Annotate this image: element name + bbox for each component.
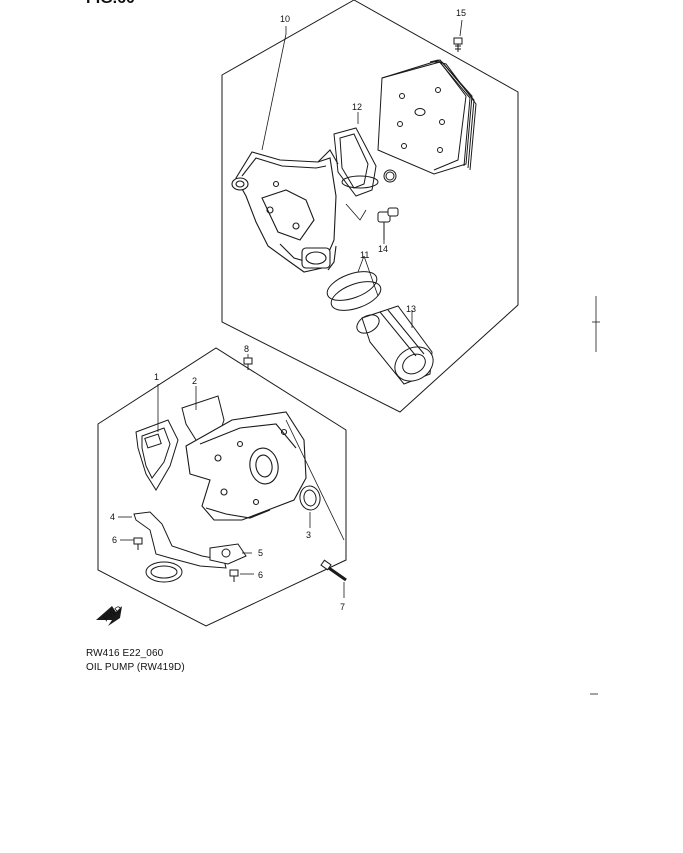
oil-pump-body-part [185,411,307,521]
front-direction-arrow [96,606,122,626]
oil-filter-part-13 [356,305,434,385]
callout-6b: 6 [258,570,263,580]
callout-13: 13 [406,304,416,314]
oil-strainer-part-4 [133,511,227,583]
caption-title: OIL PUMP (RW419D) [86,662,185,673]
callout-14: 14 [378,244,388,254]
bolt-part-8 [243,357,253,370]
fitting-part-14 [377,207,399,240]
callout-15: 15 [456,8,466,18]
lower-group-boundary [97,347,347,627]
gasket-part-1 [135,419,179,491]
callout-8: 8 [244,344,249,354]
bolt-part-15 [453,37,463,52]
bolt-part-7 [320,559,347,582]
oil-cooler-part [377,59,477,175]
callout-2: 2 [192,376,197,386]
strainer-gasket-part-5 [209,543,247,565]
callout-11: 11 [360,250,369,260]
bolt-part-6a [133,537,143,550]
callout-10: 10 [280,14,290,24]
bolt-part-6b [229,569,239,582]
figure-title: FIG.60 [86,0,135,8]
seal-part-3 [299,485,321,511]
callout-12: 12 [352,102,362,112]
callout-5: 5 [258,548,263,558]
callout-3: 3 [306,530,311,540]
callout-7: 7 [340,602,345,612]
upper-group-boundary [221,0,519,413]
callout-6a: 6 [112,535,117,545]
o-ring-part-11 [326,271,382,311]
gasket-part-12 [333,127,397,197]
oil-filter-housing-part [231,149,339,273]
caption-code: RW416 E22_060 [86,648,164,659]
callout-4: 4 [110,512,115,522]
leader-lines [118,19,463,598]
callout-1: 1 [154,372,159,382]
